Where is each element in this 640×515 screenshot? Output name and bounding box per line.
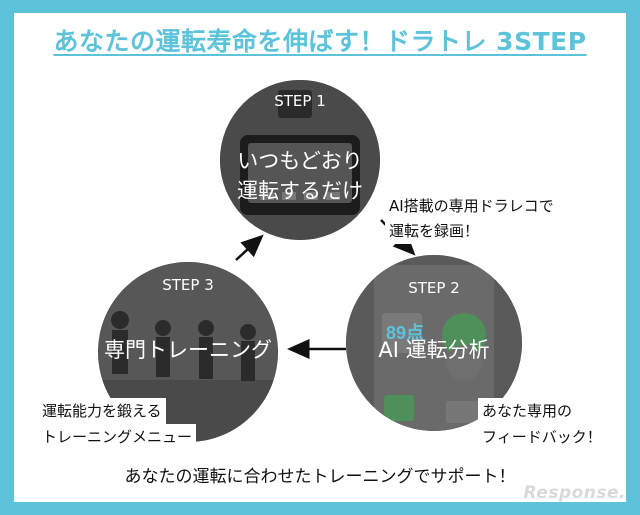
step2-note-line1: あなた専用の: [478, 398, 577, 424]
step1-note-line1: AI搭載の専用ドラレコで: [385, 193, 558, 219]
score-text: 89点: [386, 322, 424, 343]
step1-title-line1: いつもどおり: [237, 149, 363, 173]
step2-note-line2: フィードバック！: [478, 424, 606, 450]
step1-label: STEP 1: [274, 92, 326, 110]
step1-circle: STEP 1 いつもどおり 運転するだけ: [220, 80, 380, 240]
arrow-step3-to-step1: [235, 234, 264, 261]
step3-label: STEP 3: [162, 276, 214, 294]
footer-text: あなたの運転に合わせたトレーニングでサポート！: [124, 467, 516, 487]
step3-note-line1: 運転能力を鍛える: [38, 398, 166, 424]
step2-title: AI 運転分析: [378, 338, 490, 362]
step3-title: 専門トレーニング: [104, 338, 272, 362]
page-title: あなたの運転寿命を伸ばす！ドラトレ 3STEP: [53, 27, 587, 56]
step3-note-line2: トレーニングメニュー: [38, 424, 197, 450]
step1-note-line2: 運転を録画！: [385, 218, 484, 244]
step2-label: STEP 2: [408, 279, 460, 297]
step1-title-line2: 運転するだけ: [237, 179, 363, 203]
step2-circle: 89点 STEP 2 AI 運転分析: [346, 255, 522, 431]
response-logo: Response.: [523, 483, 626, 503]
dashcam-photo: [220, 80, 380, 240]
